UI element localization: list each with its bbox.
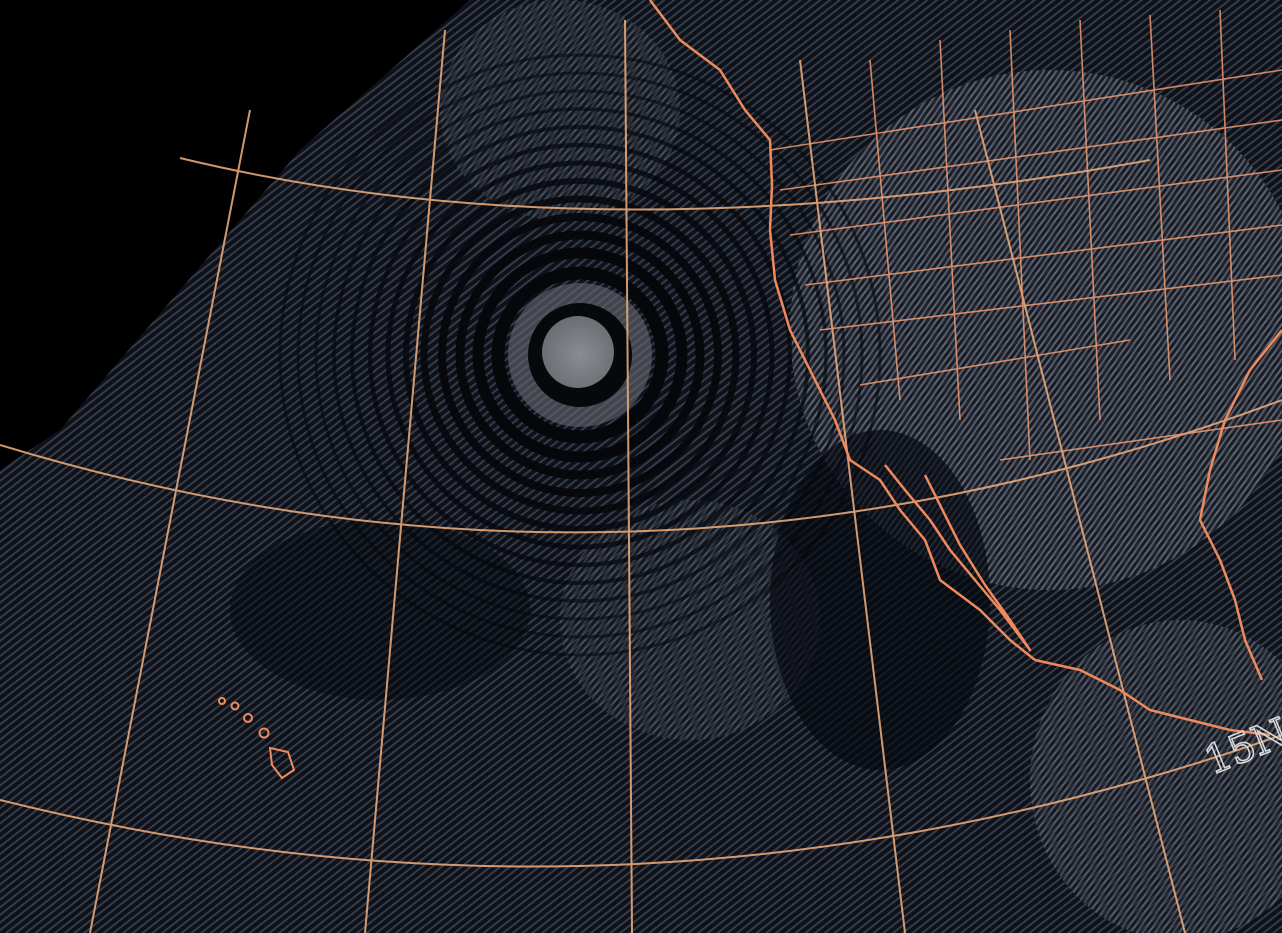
mexico-coast <box>1034 658 1271 737</box>
latitude-line-3 <box>0 734 1282 868</box>
longitude-line-5 <box>974 109 1186 933</box>
latitude-line-1 <box>179 157 1151 211</box>
hawaiian-islands <box>218 697 296 780</box>
baja-california <box>884 464 1032 652</box>
longitude-line-1 <box>89 109 251 933</box>
north-america-west-coast <box>649 0 1036 661</box>
coastlines <box>649 0 1282 737</box>
gulf-coast <box>1198 329 1282 681</box>
graticule <box>0 19 1282 933</box>
longitude-line-2 <box>364 29 446 933</box>
latitude-line-2 <box>0 399 1282 534</box>
state-borders <box>769 9 1282 461</box>
longitude-line-3 <box>624 19 633 933</box>
longitude-line-4 <box>799 59 906 933</box>
concentric-ring-pattern <box>278 53 882 657</box>
